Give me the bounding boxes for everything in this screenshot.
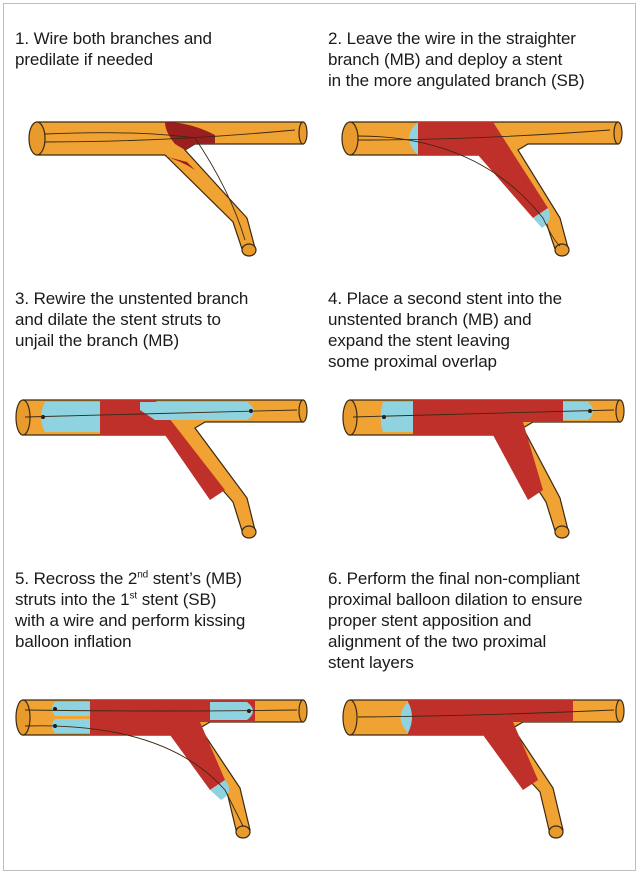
caption-line: unstented branch (MB) and: [328, 309, 562, 330]
step-2-vessel-diagram: [328, 100, 628, 265]
caption-line: some proximal overlap: [328, 351, 562, 372]
caption-line: 5. Recross the 2nd stent’s (MB): [15, 568, 245, 589]
caption-line: balloon inflation: [15, 631, 245, 652]
caption-line: alignment of the two proximal: [328, 631, 583, 652]
step-1-caption: 1. Wire both branches and predilate if n…: [15, 28, 212, 70]
step-6-vessel-diagram: [328, 680, 628, 860]
stent-overlap: [408, 700, 573, 790]
caption-line: branch (MB) and deploy a stent: [328, 49, 585, 70]
caption-line: proximal balloon dilation to ensure: [328, 589, 583, 610]
step-3-vessel-diagram: [15, 370, 315, 550]
balloon: [52, 702, 90, 716]
step-5-vessel-diagram: [15, 680, 315, 860]
caption-line: 1. Wire both branches and: [15, 28, 212, 49]
step-4-vessel-diagram: [328, 370, 628, 550]
step-5-caption: 5. Recross the 2nd stent’s (MB) struts i…: [15, 568, 245, 652]
caption-line: and dilate the stent struts to: [15, 309, 248, 330]
step-2-caption: 2. Leave the wire in the straighter bran…: [328, 28, 585, 91]
caption-line: struts into the 1st stent (SB): [15, 589, 245, 610]
caption-line: 2. Leave the wire in the straighter: [328, 28, 585, 49]
guidewire: [25, 726, 243, 826]
caption-line: stent layers: [328, 652, 583, 673]
step-4-caption: 4. Place a second stent into the unstent…: [328, 288, 562, 372]
step-6-caption: 6. Perform the final non-compliant proxi…: [328, 568, 583, 673]
step-1-vessel-diagram: [15, 100, 315, 265]
balloon: [41, 402, 100, 432]
caption-line: expand the stent leaving: [328, 330, 562, 351]
caption-line: 3. Rewire the unstented branch: [15, 288, 248, 309]
step-3-caption: 3. Rewire the unstented branch and dilat…: [15, 288, 248, 351]
caption-line: proper stent apposition and: [328, 610, 583, 631]
caption-line: 4. Place a second stent into the: [328, 288, 562, 309]
balloon: [140, 402, 254, 420]
caption-line: in the more angulated branch (SB): [328, 70, 585, 91]
caption-line: 6. Perform the final non-compliant: [328, 568, 583, 589]
caption-line: with a wire and perform kissing: [15, 610, 245, 631]
caption-line: unjail the branch (MB): [15, 330, 248, 351]
caption-line: predilate if needed: [15, 49, 212, 70]
